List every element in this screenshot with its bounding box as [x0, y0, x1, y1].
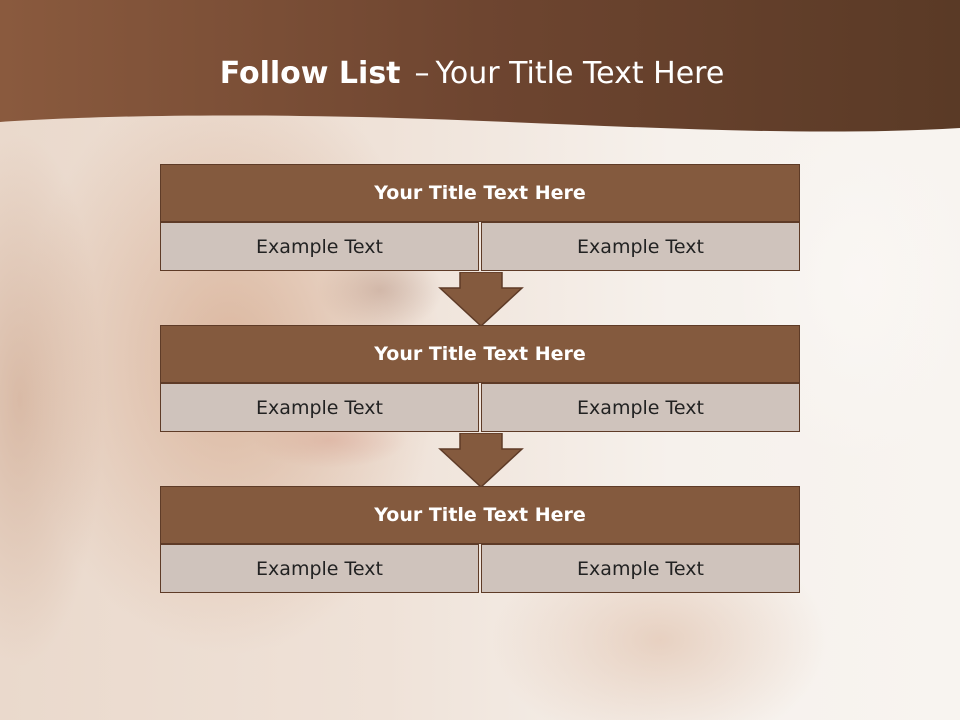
title-rest: Your Title Text Here — [435, 56, 725, 91]
step-title: Your Title Text Here — [160, 164, 800, 222]
step-right-cell: Example Text — [481, 222, 800, 271]
step-left-cell: Example Text — [160, 544, 479, 593]
header-band — [0, 0, 960, 132]
step-title: Your Title Text Here — [160, 325, 800, 383]
step-left-cell: Example Text — [160, 383, 479, 432]
step-title: Your Title Text Here — [160, 486, 800, 544]
step-right-cell: Example Text — [481, 383, 800, 432]
slide-title: Follow List–Your Title Text Here — [0, 56, 944, 91]
step-left-cell: Example Text — [160, 222, 479, 271]
down-arrow-icon — [438, 433, 524, 489]
title-bold-part: Follow List — [219, 56, 401, 91]
step-right-cell: Example Text — [481, 544, 800, 593]
title-separator: – — [414, 56, 430, 91]
down-arrow-icon — [438, 272, 524, 328]
